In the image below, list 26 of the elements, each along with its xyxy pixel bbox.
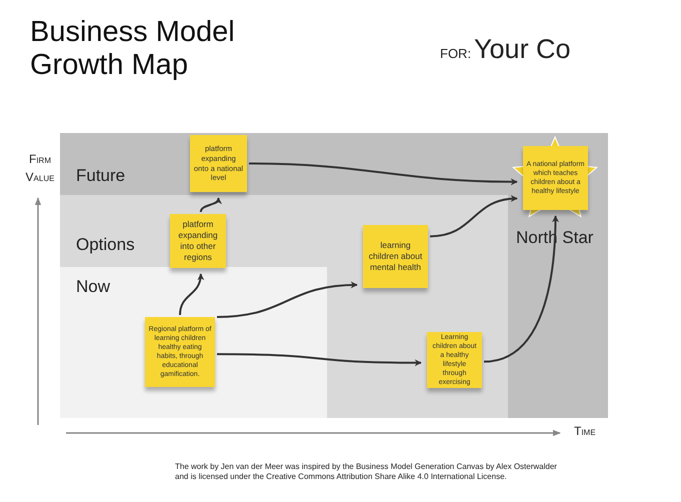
band-label: Now <box>76 277 110 297</box>
note-text: platform expanding into other regions <box>177 218 219 264</box>
axis-label: Firm Value <box>24 151 56 186</box>
arrow <box>179 273 204 316</box>
band-label: Options <box>76 235 135 255</box>
band-label: Future <box>76 166 126 186</box>
sticky-note <box>190 135 247 192</box>
arrow <box>200 197 221 212</box>
arrow <box>430 195 518 238</box>
note-text: learning children about mental health <box>368 240 424 274</box>
company-name: Your Co <box>474 34 571 65</box>
sticky-note <box>363 225 428 288</box>
arrow <box>248 162 518 186</box>
timeline-band <box>60 267 327 418</box>
timeline-band <box>60 195 508 418</box>
arrow <box>216 282 358 318</box>
sticky-note <box>523 146 588 210</box>
sticky-note <box>170 214 226 268</box>
for-label: FOR: <box>440 46 472 61</box>
license-note: The work by Jen van der Meer was inspired by the Business Model Generation Canvas by Alex Osterwalder and is licensed under the Creative Commons Attribution Share Alike 4.0 International License. <box>175 462 558 482</box>
sticky-note <box>145 317 215 387</box>
arrow <box>217 353 422 366</box>
title: Business Model Growth Map <box>30 16 236 82</box>
timeline-band <box>60 133 608 418</box>
axis-label: Time <box>574 424 596 438</box>
arrow <box>484 215 559 363</box>
